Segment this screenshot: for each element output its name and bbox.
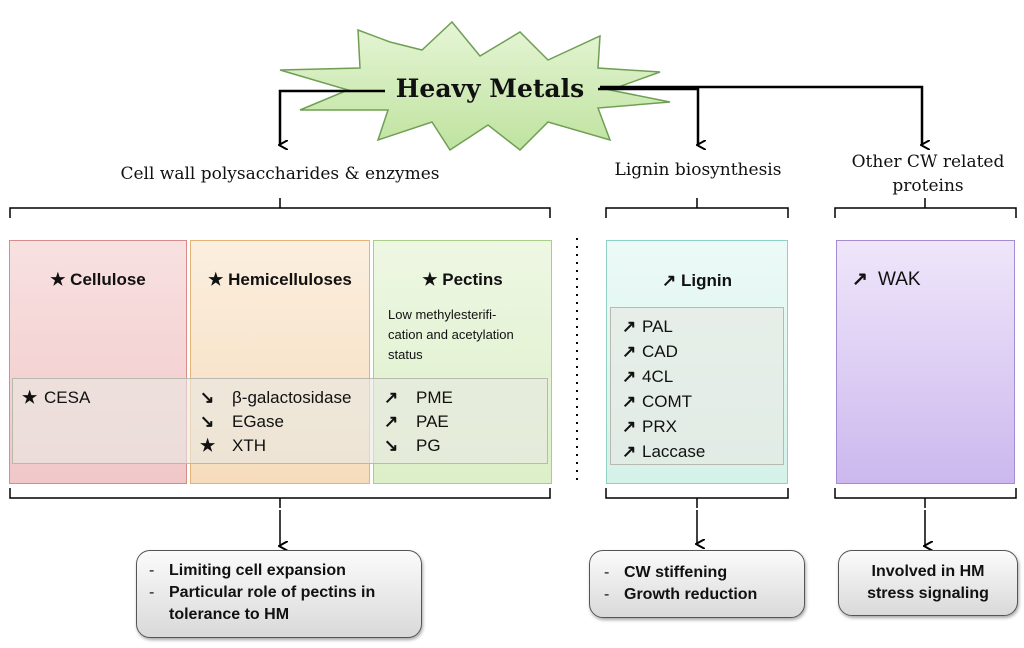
brace-other-bottom — [834, 488, 1017, 508]
lignin-enzymes-overlay — [610, 307, 784, 465]
pectins-items: ↗PME ↗PAE ↘PG — [384, 386, 453, 458]
diagram-title: Heavy Metals — [395, 74, 585, 103]
list-item: ↗PME — [384, 386, 453, 410]
arrow-up-right-icon: ↗ — [622, 392, 637, 411]
lignin-heading: ↗ Lignin — [662, 271, 732, 290]
cellulose-item: ★CESA — [22, 386, 90, 410]
arrow-up-right-icon: ↗ — [384, 388, 399, 407]
lignin-items: ↗PAL ↗CAD ↗4CL ↗COMT ↗PRX ↗Laccase — [622, 314, 705, 464]
brace-lignin-top — [605, 198, 789, 218]
brace-other-top — [834, 198, 1017, 218]
brace-polysaccharides-bottom — [9, 488, 551, 508]
list-item: Involved in HM — [871, 563, 985, 580]
star-icon: ★ — [200, 436, 216, 455]
arrow-up-right-icon: ↗ — [622, 317, 637, 336]
brace-lignin-bottom — [605, 488, 789, 508]
list-item: ↗Laccase — [622, 439, 705, 464]
arrow-up-right-icon: ↗ — [384, 412, 399, 431]
list-item: -CW stiffening — [604, 564, 728, 581]
section-label-other: Other CW related proteins — [851, 152, 1005, 196]
section-label-polysaccharides: Cell wall polysaccharides & enzymes — [120, 164, 440, 184]
list-item: ↗PAE — [384, 410, 453, 434]
list-item: stress signaling — [867, 585, 989, 602]
enzymes-overlay — [12, 378, 548, 464]
wak-box — [836, 240, 1015, 484]
arrow-up-right-icon: ↗ — [622, 442, 637, 461]
cellulose-heading: ★ Cellulose — [50, 270, 146, 289]
list-item: ↘PG — [384, 434, 453, 458]
outcome-polysaccharides: -Limiting cell expansion -Particular rol… — [136, 550, 422, 638]
outcome-other: Involved in HM stress signaling — [838, 550, 1018, 616]
pectins-note-line-1: Low methylesterifi- — [388, 307, 497, 322]
pectins-heading: ★ Pectins — [422, 270, 503, 289]
list-item: ↗CAD — [622, 339, 705, 364]
list-item: ↗4CL — [622, 364, 705, 389]
list-item: tolerance to HM — [169, 606, 290, 623]
list-item: -Particular role of pectins in — [149, 584, 376, 601]
arrow-up-right-icon: ↗ — [622, 417, 637, 436]
list-item: ↗PRX — [622, 414, 705, 439]
arrow-down-right-icon: ↘ — [200, 412, 215, 431]
section-label-lignin: Lignin biosynthesis — [614, 160, 782, 180]
pectins-note: Low methylesterifi- cation and acetylati… — [388, 305, 548, 365]
pectins-note-line-2: cation and acetylation — [388, 327, 514, 342]
list-item: ↘EGase — [200, 410, 351, 434]
brace-polysaccharides-top — [9, 198, 551, 218]
list-item: ↗PAL — [622, 314, 705, 339]
arrow-down-right-icon: ↘ — [200, 388, 215, 407]
arrow-to-polysaccharides — [280, 89, 385, 145]
list-item: ↗COMT — [622, 389, 705, 414]
arrow-up-right-icon: ↗ — [622, 367, 637, 386]
hemicelluloses-heading: ★ Hemicelluloses — [208, 270, 352, 289]
pectins-note-line-3: status — [388, 347, 423, 362]
hemicelluloses-items: ↘β-galactosidase ↘EGase ★XTH — [200, 386, 351, 458]
wak-item: ↗WAK — [852, 269, 921, 290]
arrow-to-lignin — [598, 87, 698, 145]
outcome-lignin: -CW stiffening -Growth reduction — [589, 550, 805, 618]
arrow-to-other — [600, 85, 922, 145]
list-item: ↘β-galactosidase — [200, 386, 351, 410]
arrow-up-right-icon: ↗ — [622, 342, 637, 361]
list-item: -Limiting cell expansion — [149, 562, 346, 579]
star-icon: ★ — [22, 388, 38, 407]
list-item: -Growth reduction — [604, 586, 758, 603]
list-item: ★XTH — [200, 434, 351, 458]
arrow-down-right-icon: ↘ — [384, 436, 399, 455]
heavy-metals-starburst — [279, 20, 671, 152]
arrow-up-right-icon: ↗ — [852, 269, 868, 290]
